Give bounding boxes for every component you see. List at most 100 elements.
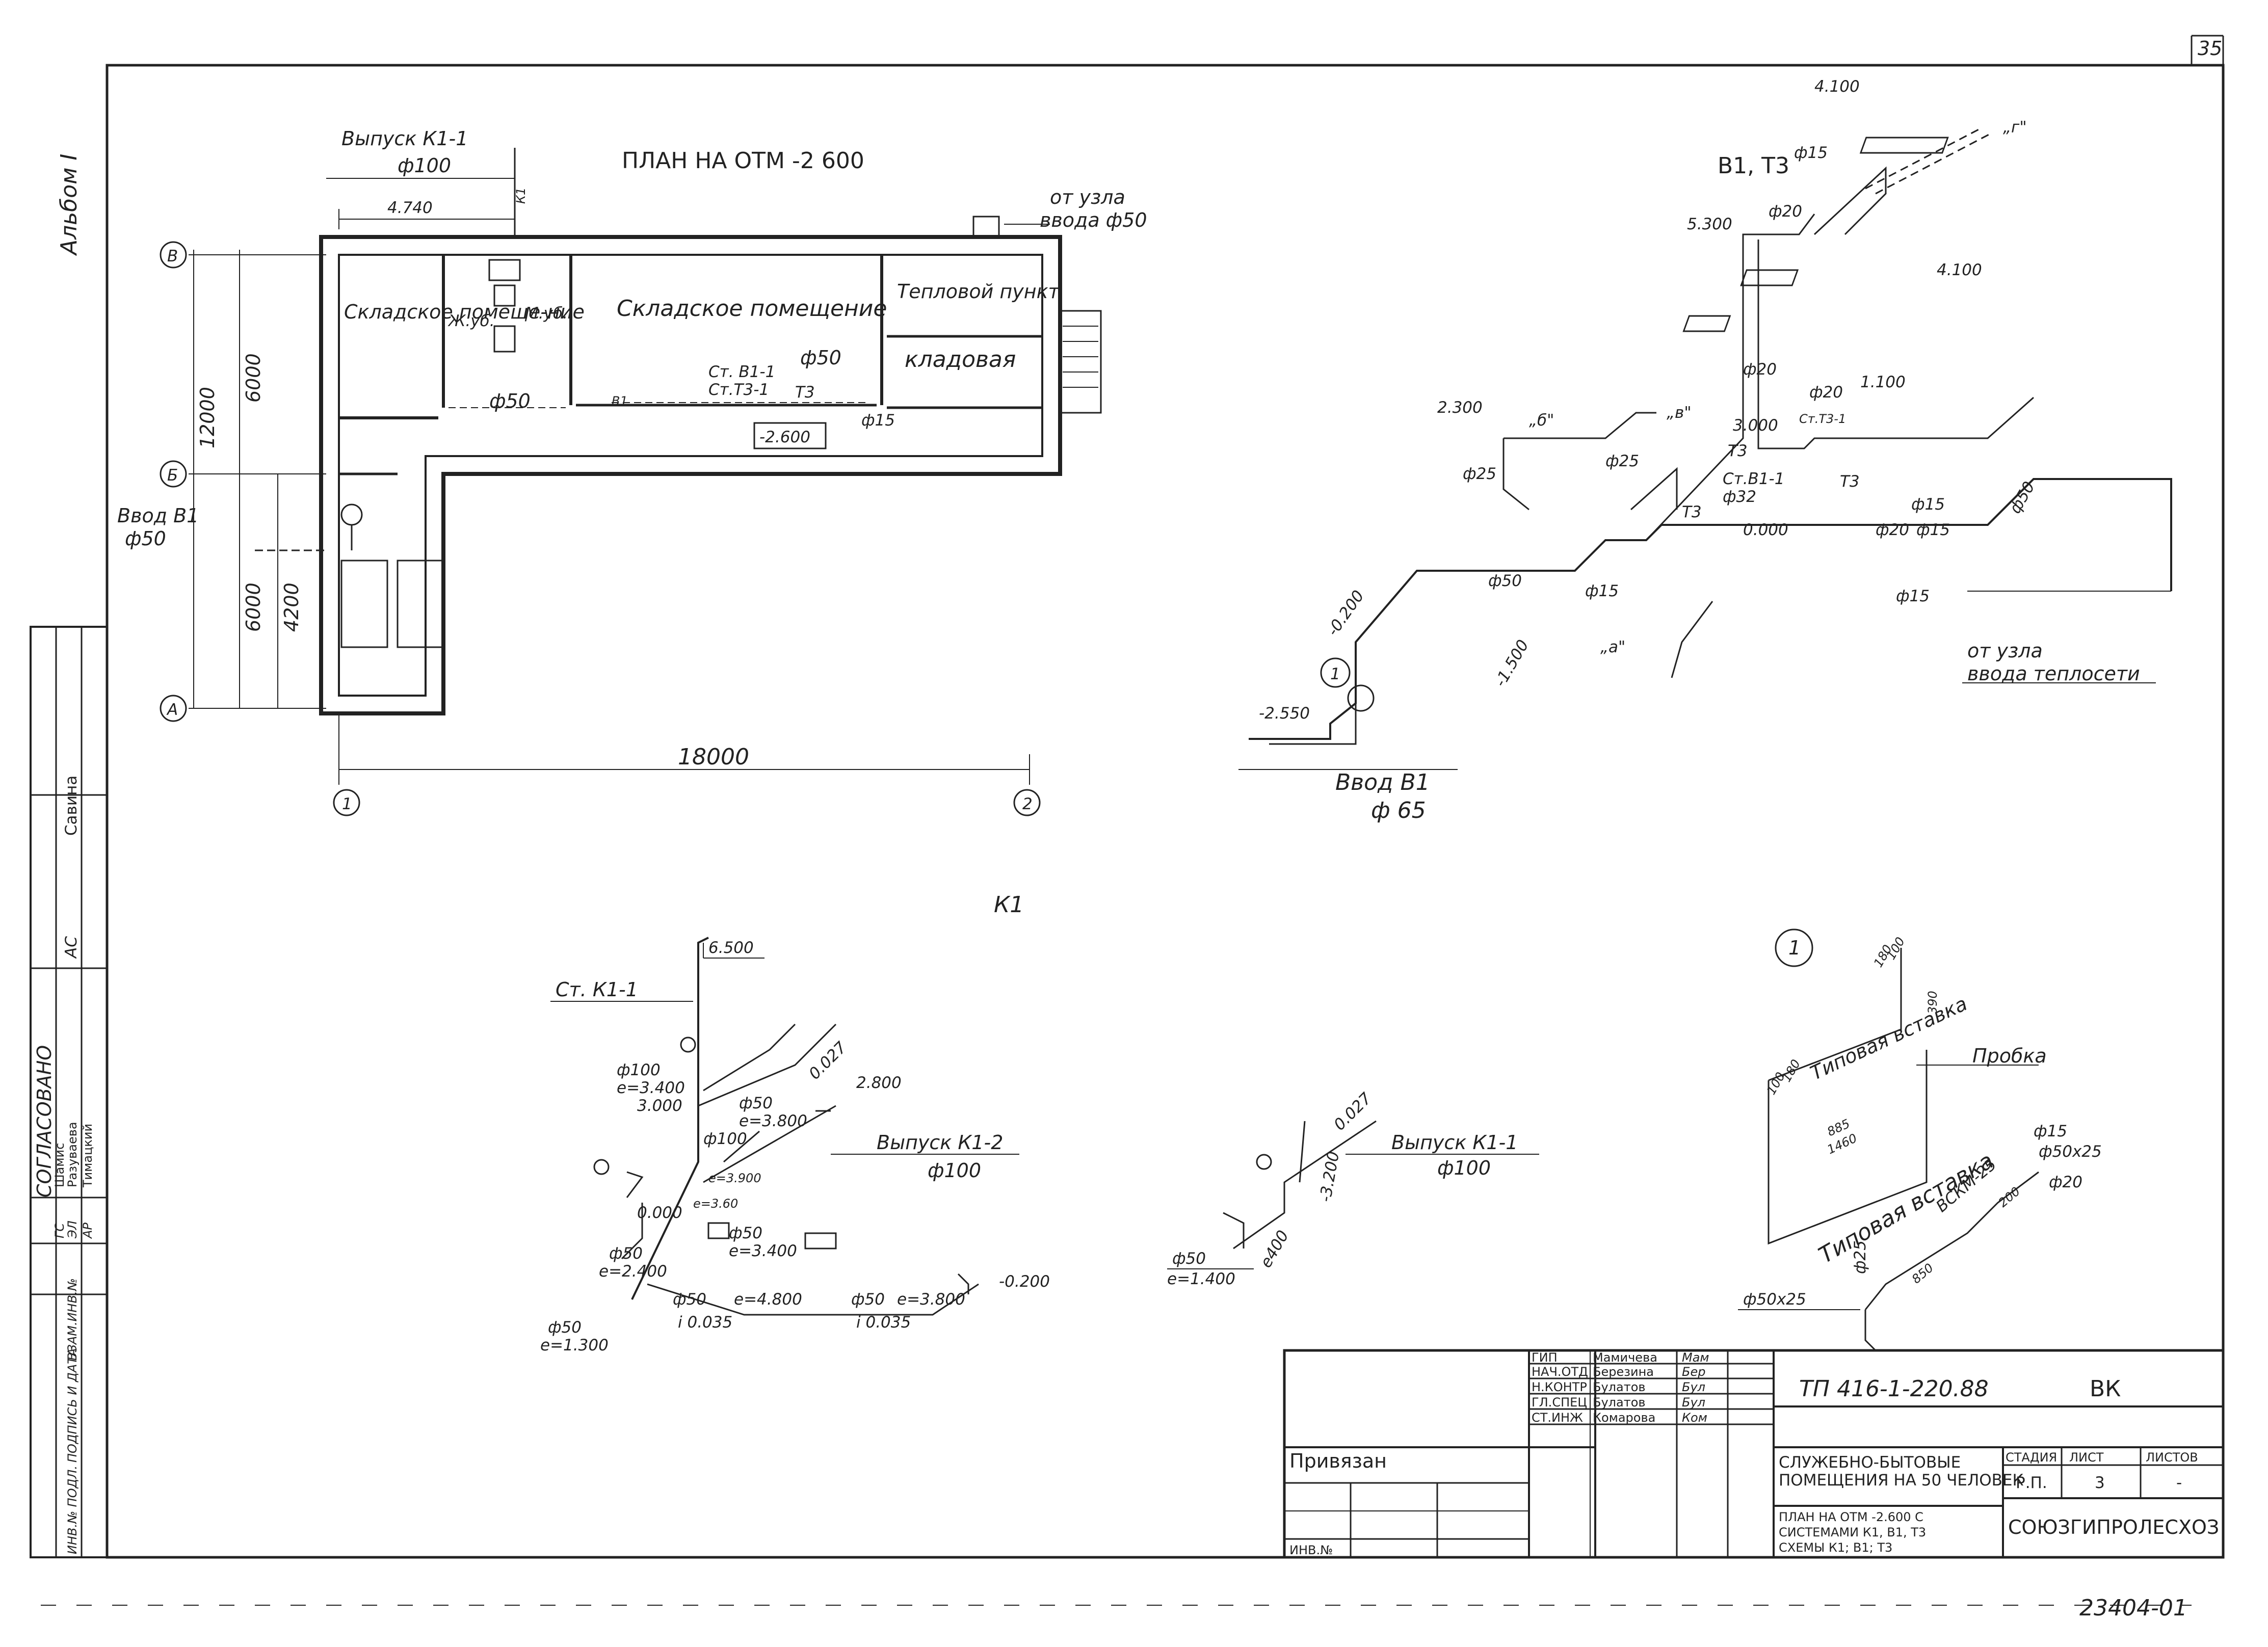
- tb-role-3: ГЛ.СПЕЦ: [1532, 1395, 1587, 1410]
- bottom-number: 23404-01: [2079, 1595, 2187, 1621]
- stamp-role-ar: АР: [81, 1223, 95, 1239]
- tb-stage-hdr: СТАДИЯ: [2006, 1450, 2057, 1465]
- tb-sign-3: Бул: [1682, 1395, 1705, 1410]
- plan-riser-t3: Ст.Т3-1: [708, 381, 769, 399]
- plan-dia-15: ф15: [861, 411, 895, 430]
- iso-dia-32: ф32: [1723, 488, 1756, 506]
- iso-k1-dia-50-b: ф50: [729, 1224, 762, 1242]
- iso-dia-20-c: ф20: [1809, 383, 1843, 402]
- iso-from-node: от узла: [1967, 640, 2043, 662]
- plan-dimensions: [189, 178, 1030, 785]
- iso-k1-e-1300: е=1.300: [540, 1336, 609, 1354]
- plan-k1-tag: К1: [514, 188, 528, 204]
- detail-dim-200: 200: [1996, 1184, 2023, 1210]
- iso-lvl-4100: 4.100: [1937, 261, 1982, 279]
- plan-dim-6000-b: 6000: [242, 582, 265, 632]
- iso-b1-t3: [1238, 126, 2172, 770]
- detail-dim-850: 850: [1909, 1261, 1936, 1287]
- iso-k1-dia-50-e: ф50: [673, 1290, 706, 1309]
- stamp-role-gs: ГС: [52, 1223, 67, 1238]
- tb-role-2: Н.КОНТР: [1532, 1380, 1587, 1394]
- stamp-inv: ИНВ.№ ПОДЛ.: [65, 1466, 80, 1554]
- plan-dim-4740: 4.740: [387, 199, 433, 217]
- tb-name-1: Березина: [1593, 1365, 1654, 1379]
- plan-inlet-b1: Ввод В1: [117, 504, 199, 527]
- plan-dim-6000-a: 6000: [242, 353, 265, 403]
- iso-k1-riser: Ст. К1-1: [556, 978, 638, 1001]
- iso-k1-lvl-0000: 0.000: [637, 1204, 682, 1222]
- tb-sheet: 3: [2095, 1474, 2105, 1492]
- iso-k1-e-3800-b: е=3.800: [897, 1290, 965, 1309]
- detail-dia-15: ф15: [2034, 1122, 2067, 1140]
- iso-inlet-dia: ф 65: [1371, 798, 1426, 824]
- iso-dia-50: ф50: [1488, 572, 1522, 590]
- tb-designation: ТП 416-1-220.88: [1799, 1376, 1989, 1402]
- tb-code: ВК: [2090, 1376, 2121, 1402]
- detail-dia-25: ф25: [1851, 1240, 1869, 1274]
- tb-name-0: Мамичева: [1593, 1350, 1657, 1365]
- plan-outlet-dia: ф100: [398, 154, 451, 177]
- title-block: [1283, 1349, 2225, 1559]
- iso-inlet: Ввод В1: [1335, 769, 1430, 795]
- room-wc-f: Ж.уб.: [447, 312, 495, 330]
- tb-sheet-2: СИСТЕМАМИ К1, В1, Т3: [1779, 1525, 1926, 1539]
- iso-node-ref: 1: [1330, 665, 1340, 683]
- iso-k1-slope-c: 0.027: [805, 1038, 850, 1083]
- tb-inv: ИНВ.№: [1289, 1543, 1333, 1557]
- iso-k1-outlet-dia: ф100: [928, 1159, 981, 1182]
- album-label: Альбом I: [56, 154, 82, 256]
- iso-k1-dia-50-f: ф50: [851, 1290, 885, 1309]
- tb-sheet-hdr: ЛИСТ: [2069, 1450, 2104, 1465]
- stamp-sign-date: ПОДПИСЬ И ДАТА: [65, 1348, 80, 1463]
- detail-dia-50x25-b: ф50х25: [1743, 1290, 1806, 1309]
- iso-lvl-5300: 5.300: [1687, 215, 1732, 233]
- iso-k1-1-dia-50: ф50: [1172, 1250, 1206, 1268]
- tb-role-1: НАЧ.ОТД: [1532, 1365, 1588, 1379]
- iso-t3-b: Т3: [1840, 472, 1860, 491]
- iso-k1: [550, 937, 1019, 1316]
- iso-heat-inlet: ввода теплосети: [1967, 662, 2140, 685]
- axis-v-upper: В: [167, 247, 178, 265]
- tb-sheets: -: [2176, 1474, 2182, 1492]
- iso-riser-t3: Ст.Т3-1: [1799, 412, 1846, 426]
- iso-k1-1: [1167, 1120, 1539, 1269]
- stamp-replace: ВЗАМ.ИНВ.№: [65, 1278, 80, 1361]
- iso-k1-lvl-2800: 2.800: [856, 1074, 902, 1092]
- iso-lvl-4100-top: 4.100: [1814, 77, 1860, 96]
- iso-dia-20-d: ф20: [1876, 521, 1909, 539]
- iso-k1-dia-100-b: ф100: [703, 1130, 747, 1148]
- room-heat-point: Тепловой пункт: [897, 280, 1061, 303]
- iso-k1-e-2400: е=2.400: [599, 1262, 667, 1281]
- iso-k1-dia-100-a: ф100: [617, 1061, 661, 1079]
- iso-k1-1-outlet-dia: ф100: [1437, 1157, 1491, 1179]
- iso-mark-a: „а": [1600, 638, 1625, 656]
- iso-k1-dia-50-a: ф50: [739, 1094, 773, 1112]
- tb-bound: Привязан: [1289, 1450, 1387, 1472]
- iso-lvl-1100: 1.100: [1860, 373, 1906, 391]
- iso-k1-e-3400-b: е=3.400: [729, 1242, 797, 1260]
- iso-lvl-3000: 3.000: [1733, 416, 1778, 435]
- stamp-role-as: АС: [62, 936, 81, 959]
- plan-dim-4200: 4200: [280, 582, 303, 632]
- plan-from-node: от узла: [1050, 186, 1125, 208]
- iso-b1t3-title: В1, Т3: [1718, 153, 1789, 179]
- sheet-frame: [41, 35, 2225, 1606]
- iso-k1-e-3400: е=3.400: [617, 1079, 685, 1097]
- stamp-name-ar: Тимацкий: [81, 1124, 95, 1188]
- detail-dia-20: ф20: [2049, 1173, 2082, 1191]
- iso-dia-15-a: ф15: [1585, 582, 1619, 600]
- detail-insert-a: Типовая вставка: [1807, 992, 1970, 1084]
- stamp-name-el: Разуваева: [65, 1122, 80, 1187]
- iso-k1-slope-a: i 0.035: [678, 1313, 732, 1332]
- tb-sign-0: Мам: [1682, 1350, 1709, 1365]
- axis-2: 2: [1022, 795, 1033, 813]
- iso-lvl-m1500: -1.500: [1491, 636, 1533, 690]
- tb-object-1: СЛУЖЕБНО-БЫТОВЫЕ: [1779, 1453, 1961, 1472]
- iso-mark-v: „в": [1667, 404, 1692, 422]
- tb-role-4: СТ.ИНЖ: [1532, 1411, 1583, 1425]
- tb-sheets-hdr: ЛИСТОВ: [2146, 1450, 2198, 1465]
- plan-dim-12000: 12000: [196, 387, 219, 448]
- iso-mark-b: „б": [1529, 411, 1554, 430]
- tb-name-2: Булатов: [1593, 1380, 1646, 1394]
